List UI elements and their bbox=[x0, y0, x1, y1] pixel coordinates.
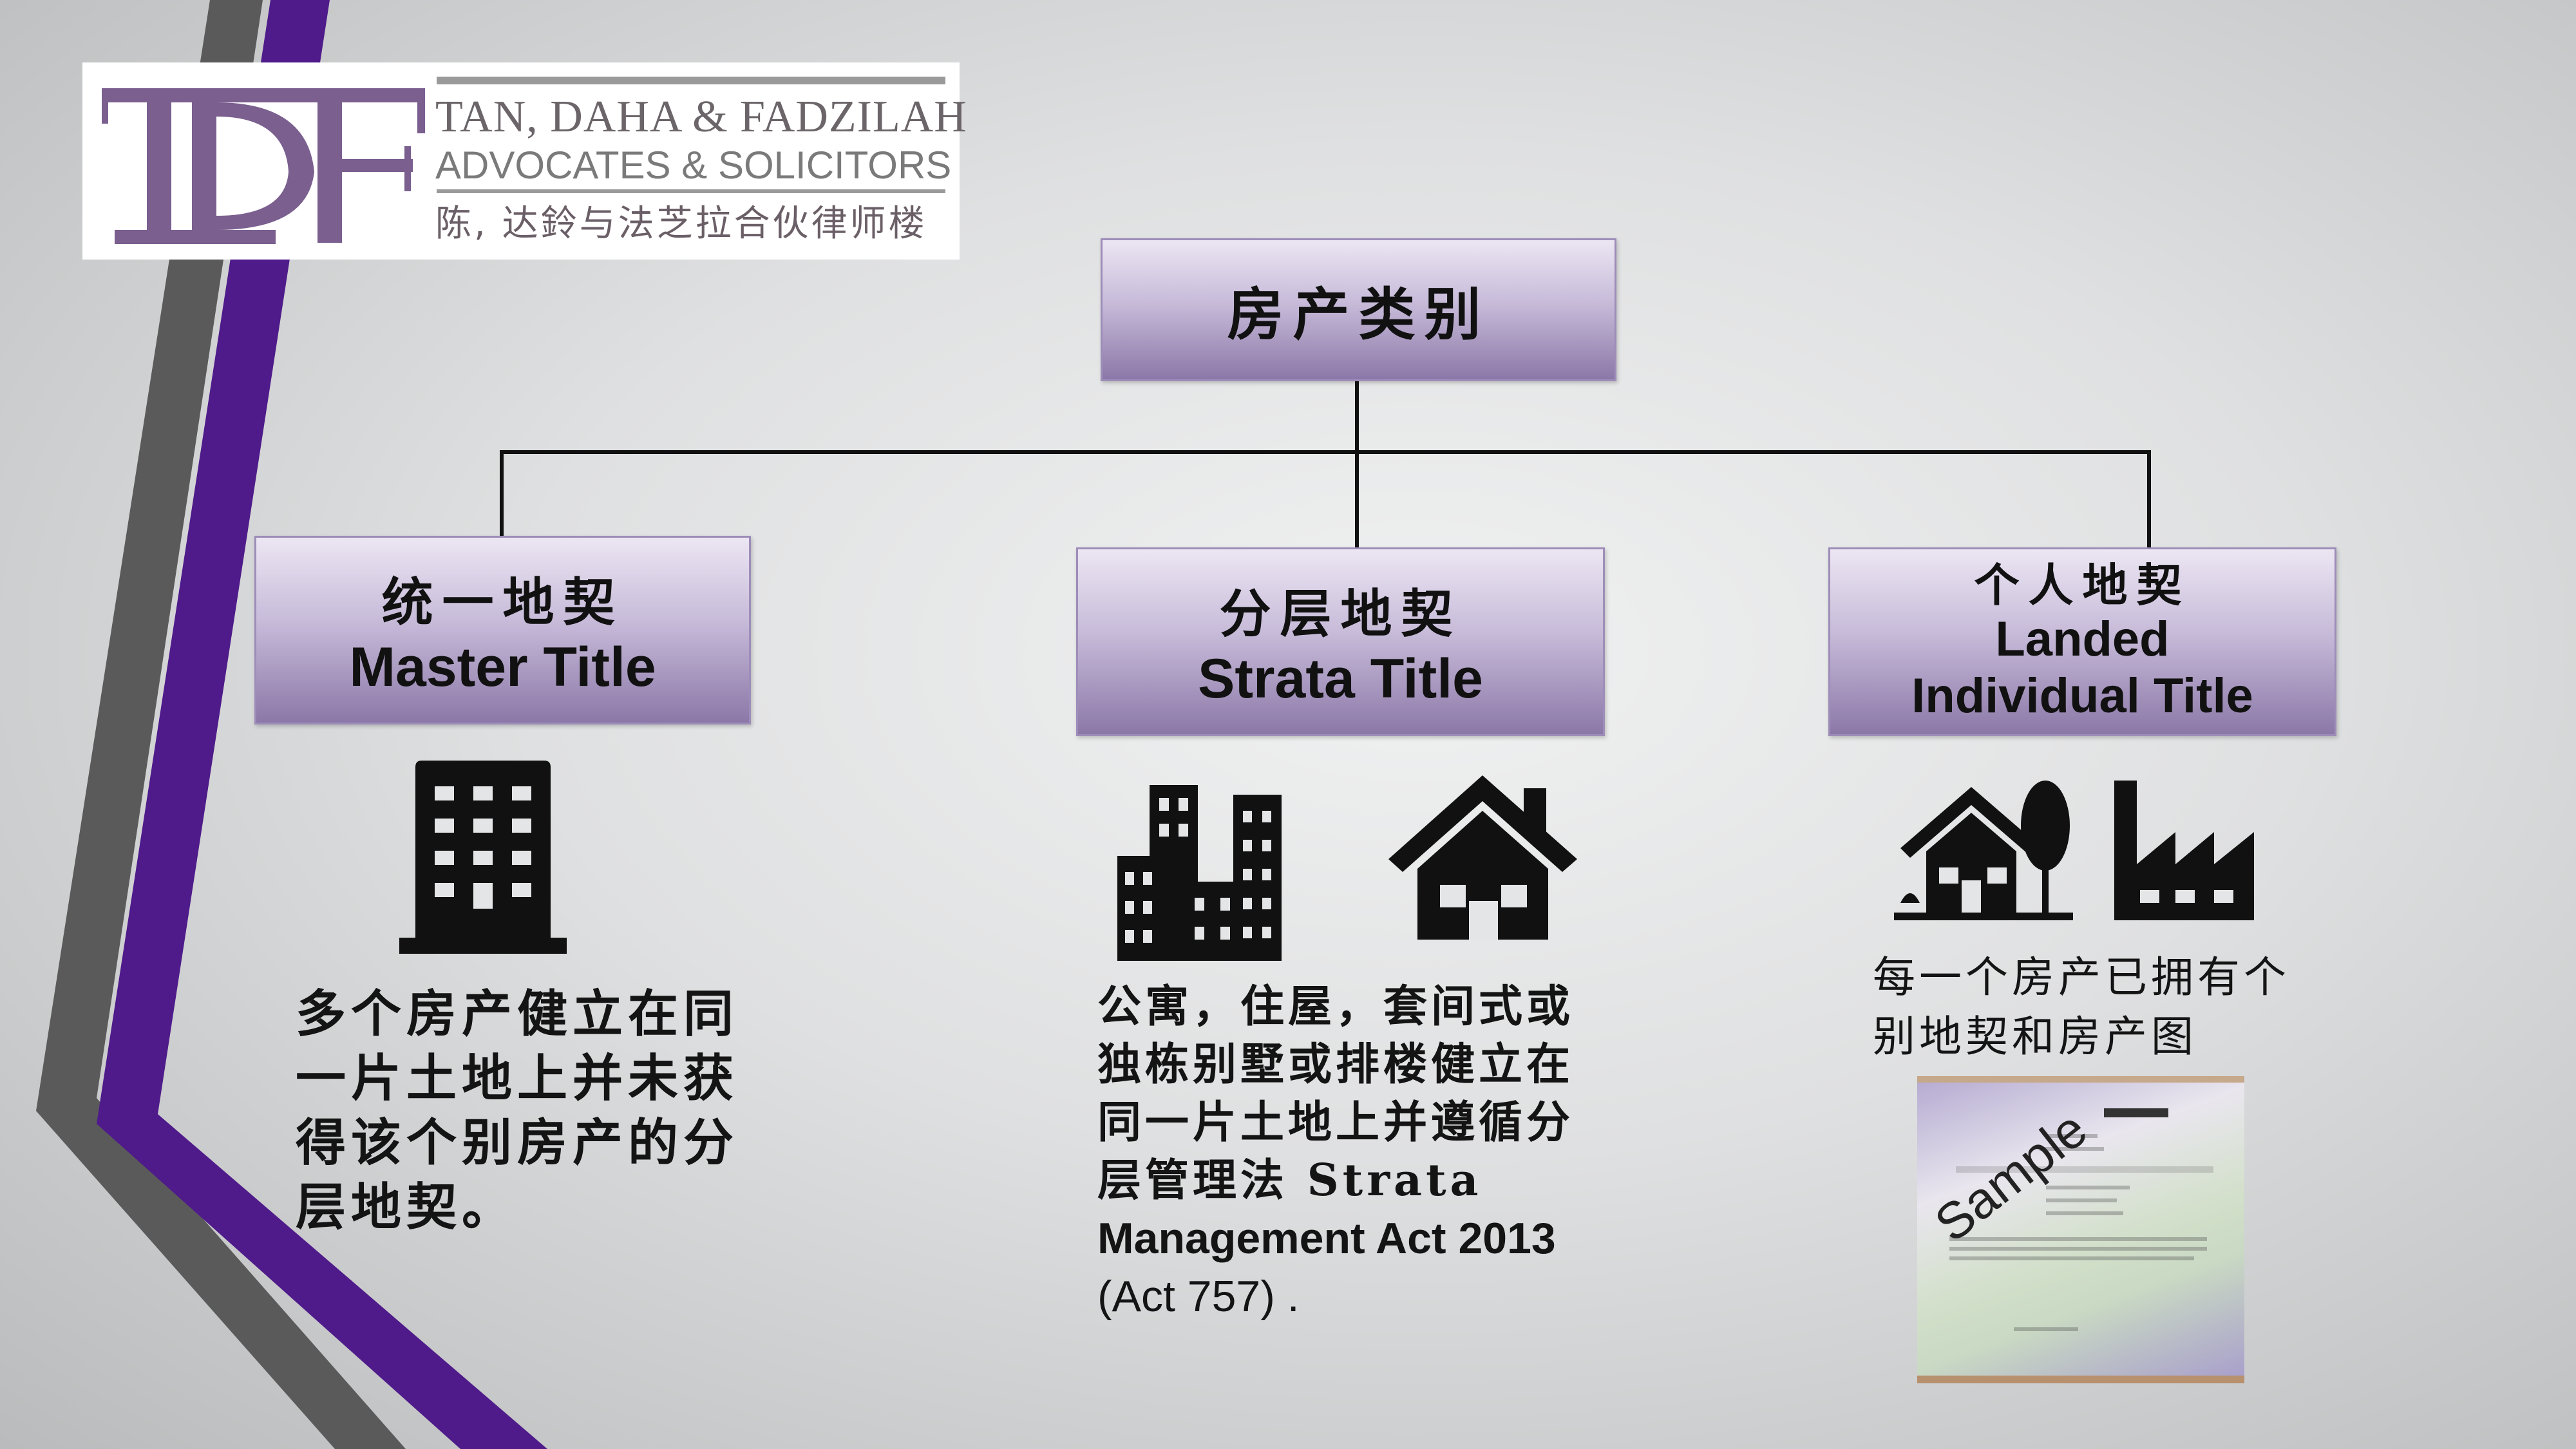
house-icon bbox=[1388, 775, 1577, 940]
sample-watermark: Sample bbox=[1924, 1100, 2098, 1253]
description-line: 每一个房产已拥有个 bbox=[1873, 952, 2290, 1002]
description-line: 公寓，住屋，套间式或 bbox=[1097, 981, 1575, 1032]
master-title-description: 多个房产健立在同 一片土地上并未获 得该个别房产的分 层地契。 bbox=[296, 982, 739, 1240]
description-line: 层地契。 bbox=[296, 1178, 518, 1236]
node-en-label: Master Title bbox=[349, 636, 656, 698]
root-label: 房产类别 bbox=[1227, 280, 1490, 348]
description-line: 同一片土地上并遵循分 bbox=[1097, 1097, 1575, 1148]
node-landed-individual-title: 个人地契 Landed Individual Title bbox=[1828, 547, 2336, 736]
description-line: 得该个别房产的分 bbox=[296, 1113, 739, 1172]
description-line: 一片土地上并未获 bbox=[296, 1049, 739, 1108]
description-line: 独栋别墅或排楼健立在 bbox=[1097, 1039, 1575, 1090]
connector-right bbox=[2147, 450, 2151, 547]
connector-root bbox=[1355, 381, 1359, 547]
firm-subtitle: ADVOCATES & SOLICITORS bbox=[435, 144, 952, 187]
landed-title-description: 每一个房产已拥有个 别地契和房产图 bbox=[1873, 948, 2290, 1066]
firm-chinese-name: 陈, 达鈴与法芝拉合伙律师楼 bbox=[435, 203, 927, 245]
tdf-monogram bbox=[102, 88, 425, 244]
house-with-tree-icon bbox=[1894, 781, 2073, 920]
node-zh-label: 分层地契 bbox=[1219, 583, 1462, 644]
root-node: 房产类别 bbox=[1101, 238, 1616, 381]
node-en-label: Strata Title bbox=[1198, 648, 1483, 710]
firm-logo: TAN, DAHA & FADZILAH ADVOCATES & SOLICIT… bbox=[82, 62, 967, 260]
description-line: 多个房产健立在同 bbox=[296, 985, 739, 1043]
node-zh-label: 个人地契 bbox=[1974, 558, 2191, 612]
connector-left bbox=[500, 450, 504, 536]
description-line: 层管理法 Strata bbox=[1097, 1155, 1482, 1206]
description-line: (Act 757) . bbox=[1097, 1272, 1300, 1321]
description-line: 别地契和房产图 bbox=[1873, 1012, 2197, 1061]
apartment-building-icon bbox=[399, 761, 567, 954]
node-en-label-line1: Landed bbox=[1995, 612, 2170, 667]
node-zh-label: 统一地契 bbox=[381, 572, 624, 632]
description-line: Management Act 2013 bbox=[1097, 1214, 1556, 1263]
node-master-title: 统一地契 Master Title bbox=[254, 536, 751, 724]
node-en-label-line2: Individual Title bbox=[1911, 668, 2253, 723]
sample-title-document-image: Sample bbox=[1917, 1076, 2244, 1383]
city-buildings-icon bbox=[1117, 785, 1282, 961]
node-strata-title: 分层地契 Strata Title bbox=[1076, 547, 1605, 736]
factory-icon bbox=[2114, 781, 2254, 920]
strata-title-description: 公寓，住屋，套间式或 独栋别墅或排楼健立在 同一片土地上并遵循分 层管理法 St… bbox=[1097, 978, 1574, 1325]
connector-horizontal bbox=[500, 450, 2151, 454]
firm-name: TAN, DAHA & FADZILAH bbox=[435, 92, 967, 142]
